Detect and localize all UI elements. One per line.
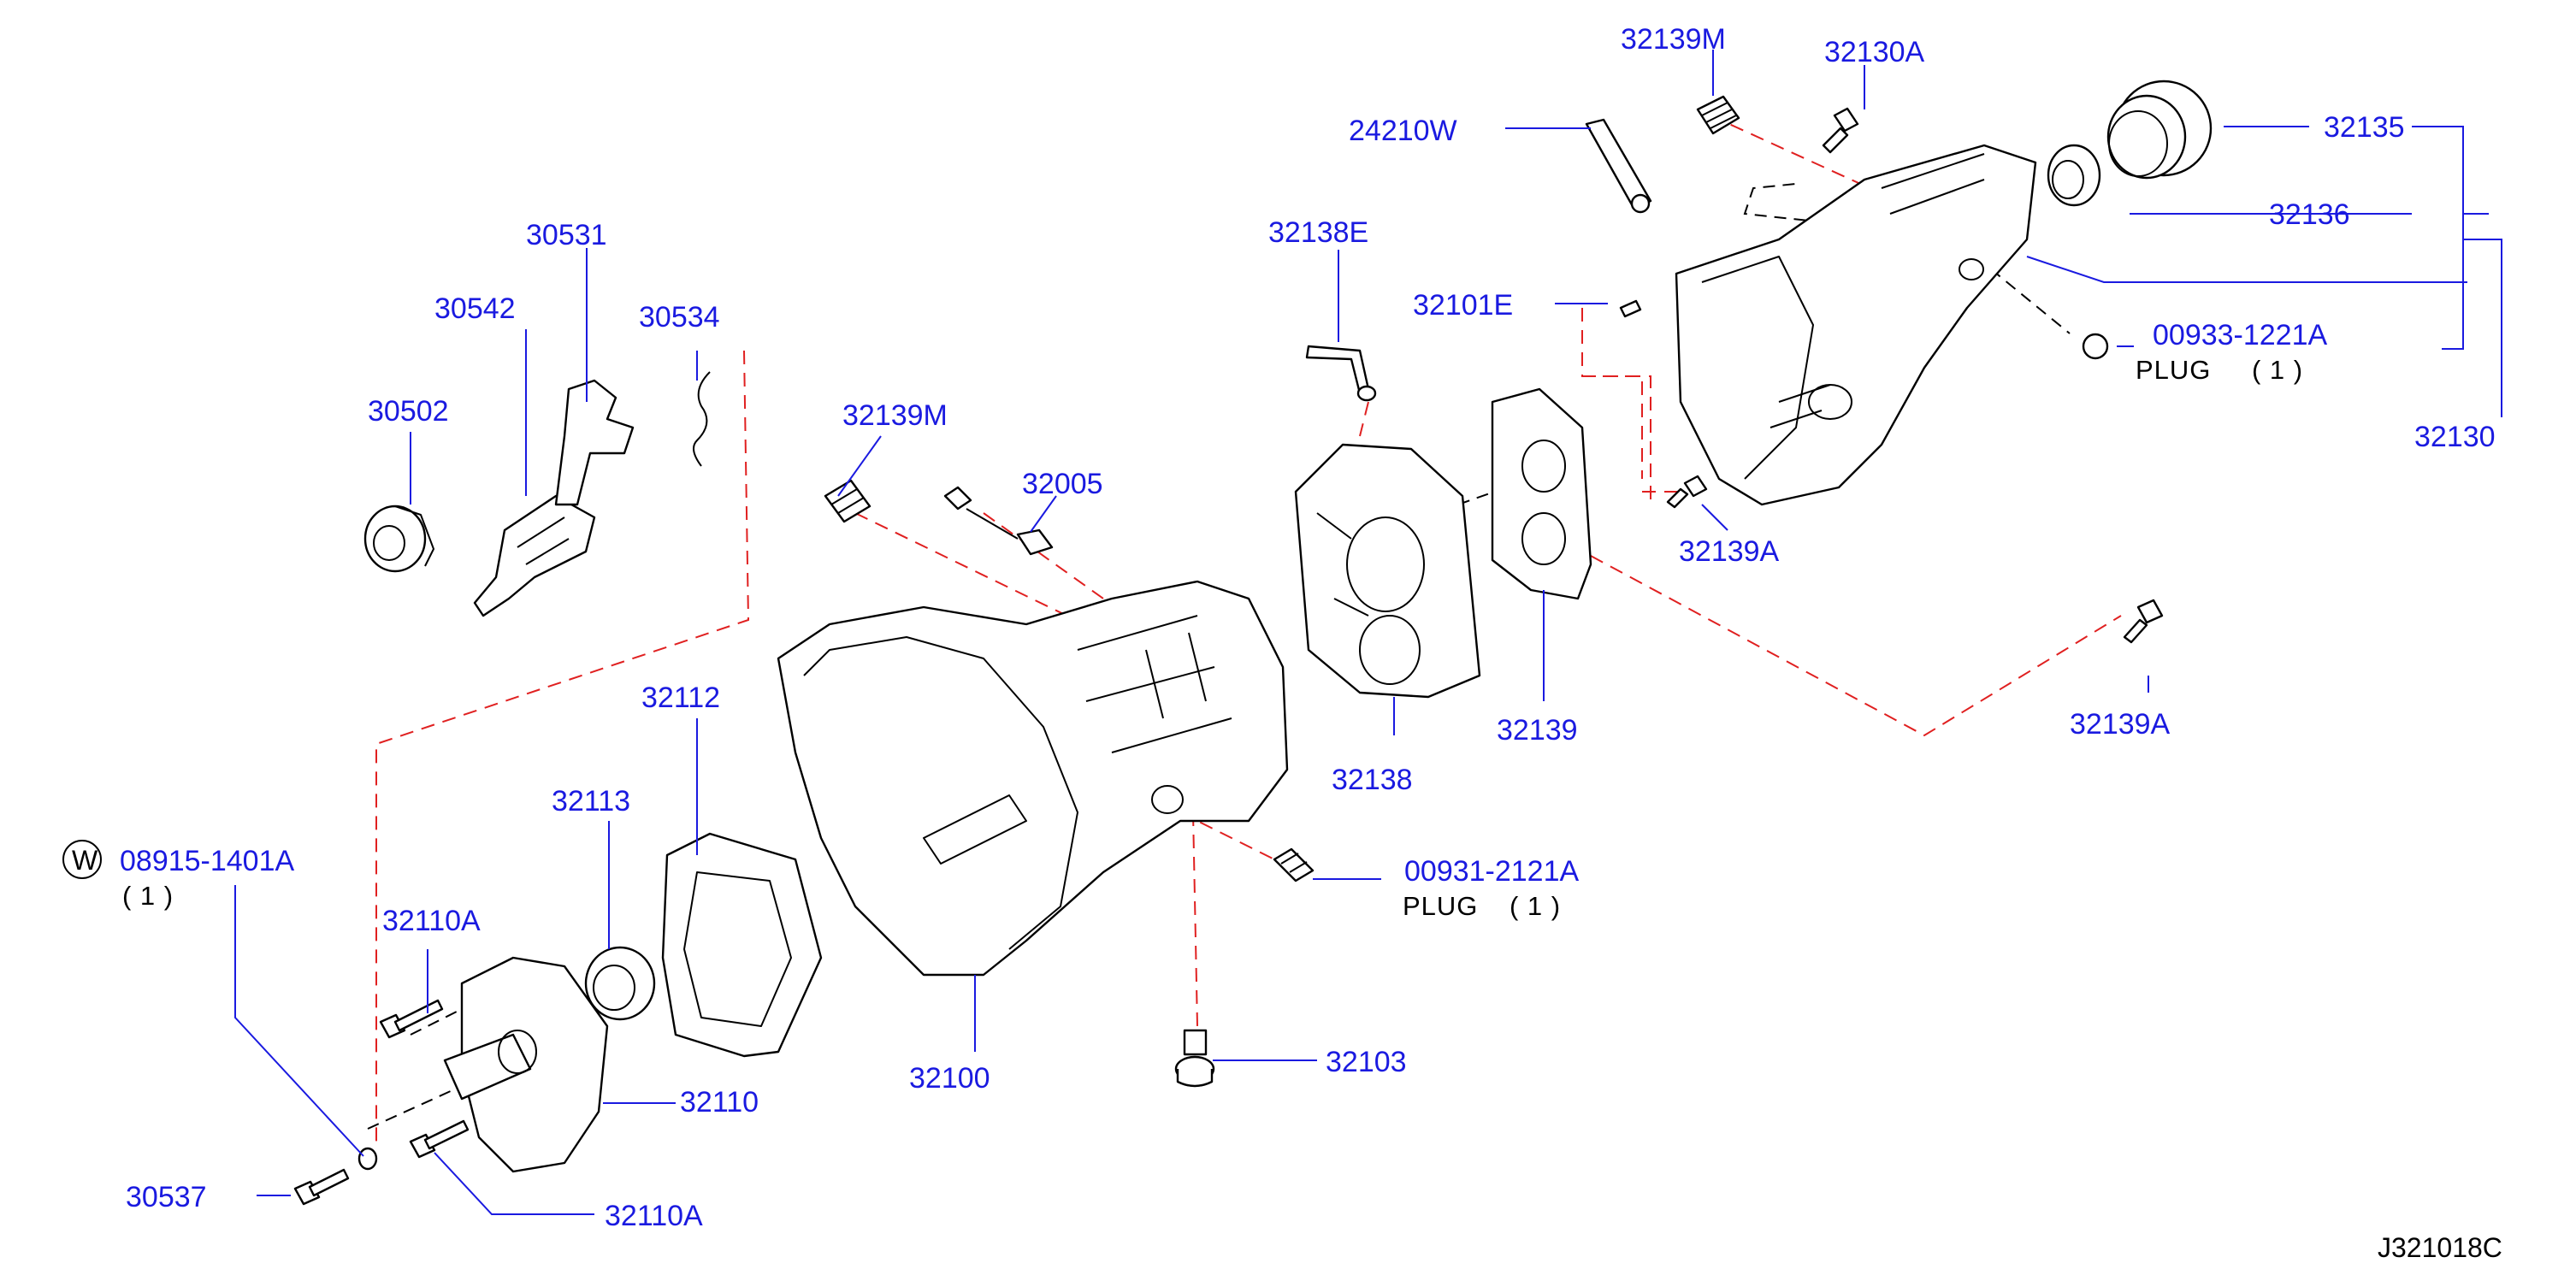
part-32139a-bolt-mid [1666,475,1708,509]
part-32110a-bolt-top [379,999,444,1039]
part-labels: 32139M 32130A 24210W 32135 32136 32138E … [62,23,2502,1263]
plug-qty-2: ( 1 ) [1510,891,1561,921]
label-24210w[interactable]: 24210W [1349,115,1457,147]
part-32110a-bolt-bottom [409,1119,470,1159]
part-32130-extension-housing [1675,144,2037,506]
label-32110a-bottom[interactable]: 32110A [605,1200,703,1232]
label-32100[interactable]: 32100 [909,1062,990,1095]
part-30531-withdrawal-lever [554,379,635,506]
plug-qty-1: ( 1 ) [2252,355,2303,385]
part-32100-transmission-case [777,580,1289,977]
part-08915-washer [357,1147,378,1171]
label-30502[interactable]: 30502 [368,395,449,428]
washer-symbol-w: W [62,840,102,879]
part-32138e-vent-tube [1305,345,1377,402]
label-30531[interactable]: 30531 [526,219,607,251]
part-32139a-bolt-right [2123,599,2164,644]
label-30537[interactable]: 30537 [126,1181,207,1213]
part-32110-front-cover [443,956,609,1173]
part-32139-plate [1491,387,1592,600]
label-32136[interactable]: 32136 [2269,198,2350,231]
label-00933-1221a[interactable]: 00933-1221A [2153,319,2328,351]
washer-symbol-letter: W [72,845,98,876]
label-32110[interactable]: 32110 [680,1086,759,1118]
label-32139[interactable]: 32139 [1497,714,1578,747]
part-32101e-pin [1619,299,1642,318]
part-32113-oil-seal [584,946,656,1021]
part-32112-gasket [661,832,823,1058]
label-32101e[interactable]: 32101E [1413,289,1513,322]
label-32135[interactable]: 32135 [2324,111,2405,144]
part-30502-release-bearing [363,505,434,573]
part-32135-seal [2106,80,2213,180]
label-30534[interactable]: 30534 [639,301,720,333]
part-30534-spring [693,371,711,467]
part-32136-bushing [2047,144,2101,207]
label-32130[interactable]: 32130 [2414,421,2496,453]
part-24210w-strap [1585,118,1652,214]
label-32113[interactable]: 32113 [552,785,630,817]
label-08915-1401a[interactable]: 08915-1401A [120,845,295,877]
label-32112[interactable]: 32112 [641,682,720,714]
part-30542-ball-pin [473,494,596,617]
part-00931-plug [1273,847,1315,882]
label-32138e[interactable]: 32138E [1268,216,1368,249]
label-32139m-mid[interactable]: 32139M [842,399,948,432]
part-32005-switch [943,486,1054,556]
phantom-lines [375,115,2122,1142]
plug-note-2: PLUG [1403,891,1478,921]
label-32130a[interactable]: 32130A [1824,36,1925,68]
plug-note-1: PLUG [2136,355,2211,385]
label-32103[interactable]: 32103 [1326,1046,1407,1078]
part-00933-plug [2082,333,2109,360]
part-32130a-bolt [1822,107,1859,154]
leader-lines [234,50,2502,1215]
label-32110a-top[interactable]: 32110A [382,905,481,937]
part-30537-bolt [293,1168,350,1206]
part-32138-adapter-plate [1294,443,1481,699]
label-30542[interactable]: 30542 [434,292,516,325]
part-32103-drain-plug [1174,1029,1215,1088]
label-32139a-mid[interactable]: 32139A [1679,535,1780,568]
washer-qty: ( 1 ) [122,881,174,911]
label-00931-2121a[interactable]: 00931-2121A [1404,855,1580,888]
part-32139m-breather-mid [824,479,871,523]
label-32139a-right[interactable]: 32139A [2070,708,2171,741]
diagram-reference-code: J321018C [2378,1232,2502,1263]
label-32138[interactable]: 32138 [1332,764,1413,796]
label-32139m-top[interactable]: 32139M [1621,23,1726,56]
label-32005[interactable]: 32005 [1022,468,1103,500]
part-32139m-top-breather [1696,95,1740,135]
